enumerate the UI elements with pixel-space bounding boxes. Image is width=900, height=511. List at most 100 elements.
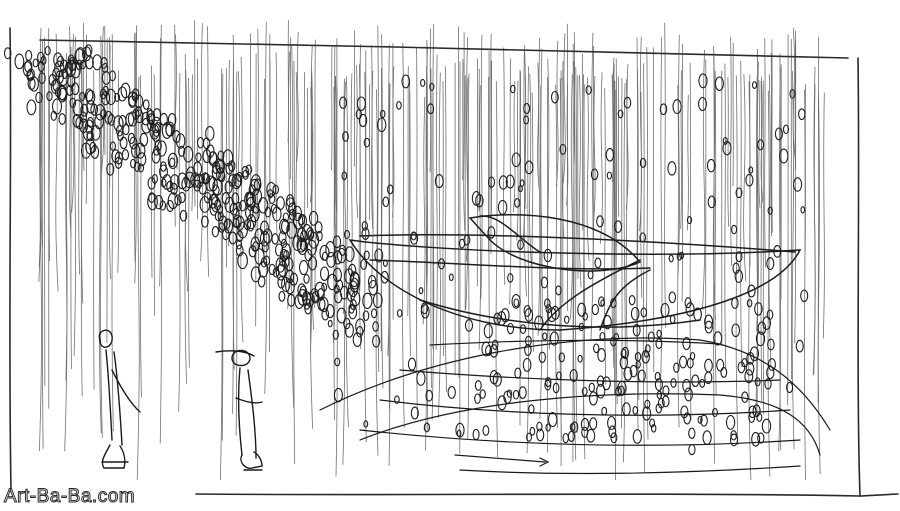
crowd-loop (84, 119, 94, 134)
crowd-loop (172, 130, 181, 144)
rain-stroke (78, 48, 80, 275)
crowd-loop (380, 270, 389, 284)
rain-stroke (771, 39, 773, 233)
crowd-loop (688, 443, 696, 456)
crowd-loop (587, 270, 594, 280)
crowd-loop (268, 193, 276, 204)
crowd-loop (303, 274, 310, 284)
crowd-loop (228, 174, 237, 188)
crowd-loop (795, 339, 804, 353)
crowd-loop (798, 108, 806, 121)
crowd-loop (58, 113, 66, 125)
crowd-loop (704, 314, 714, 329)
rain-stroke (561, 77, 565, 238)
rain-stroke (664, 22, 667, 328)
rain-stroke (646, 47, 649, 440)
rain-stroke (402, 42, 405, 428)
crowd-loop (656, 390, 663, 400)
rain-stroke (600, 72, 603, 244)
crowd-loop (361, 221, 368, 231)
crowd-loop (285, 278, 295, 295)
crowd-loop (434, 174, 444, 189)
crowd-loop (307, 229, 315, 240)
rain-stroke (442, 81, 444, 357)
crowd-loop (169, 174, 180, 190)
crowd-loop (202, 172, 211, 185)
crowd-loop (598, 296, 605, 307)
rain-stroke (139, 75, 142, 398)
crowd-loop (676, 252, 683, 261)
rain-stroke (794, 30, 797, 344)
rain-stroke (822, 92, 825, 339)
crowd-loop (547, 411, 558, 428)
crowd-loop (27, 77, 36, 91)
crowd-loop (348, 263, 357, 277)
crowd-loop (298, 214, 306, 226)
crowd-loop (589, 417, 598, 430)
crowd-loop (593, 343, 600, 354)
crowd-loop (518, 185, 523, 193)
rain-stroke (430, 68, 432, 389)
crowd-loop (523, 304, 532, 317)
crowd-loop (744, 369, 754, 384)
crowd-loop (729, 433, 739, 447)
rain-stroke (358, 63, 362, 349)
crowd-loop (252, 241, 259, 252)
crowd-loop (680, 405, 689, 419)
rain-stroke (377, 25, 380, 373)
crowd-loop (487, 176, 496, 188)
rain-stroke (184, 53, 187, 384)
crowd-loop (668, 291, 677, 304)
crowd-loop (686, 216, 693, 225)
crowd-loop (379, 109, 386, 119)
crowd-loop (670, 378, 677, 388)
crowd-loop (336, 307, 347, 324)
rain-stroke (526, 66, 530, 454)
rain-stroke (573, 32, 576, 165)
crowd-loop (334, 357, 341, 367)
rain-stroke (724, 63, 727, 371)
crowd-loop (655, 338, 663, 349)
rain-stroke (416, 47, 418, 418)
rain-stroke (64, 53, 68, 452)
crowd-loop (661, 395, 670, 408)
rain-stroke (240, 56, 244, 343)
crowd-loop (722, 141, 732, 156)
rain-stroke (409, 83, 411, 357)
rain-stroke (228, 59, 230, 247)
rain-stroke (257, 28, 260, 271)
rain-stroke (289, 37, 292, 180)
crowd-loop (641, 350, 650, 364)
crowd-loop (274, 243, 284, 257)
crowd-loop (569, 422, 576, 432)
rain-stroke (200, 23, 204, 262)
crowd-loop (317, 297, 326, 311)
crowd-loop (608, 425, 617, 439)
crowd-loop (350, 290, 361, 307)
crowd-loop (368, 279, 379, 296)
crowd-loop (75, 47, 86, 65)
crowd-loop (339, 96, 347, 109)
crowd-loop (59, 59, 69, 73)
rain-stroke (345, 76, 349, 428)
crowd-loop (100, 109, 107, 119)
crowd-loop (132, 108, 140, 120)
crowd-loop (544, 298, 551, 309)
crowd-loop (793, 177, 803, 192)
crowd-loop (506, 322, 515, 335)
crowd-loop (529, 426, 536, 436)
crowd-loop (410, 231, 417, 241)
crowd-loop (394, 395, 400, 405)
crowd-loop (193, 179, 201, 192)
crowd-loop (95, 104, 106, 121)
rain-stroke (623, 83, 626, 463)
crowd-loop (766, 309, 774, 320)
crowd-loop (279, 248, 288, 262)
crowd-loop (193, 161, 203, 177)
crowd-loop (540, 276, 549, 289)
crowd-loop (524, 344, 532, 356)
rain-stroke (85, 34, 88, 205)
rain-stroke (291, 45, 295, 408)
